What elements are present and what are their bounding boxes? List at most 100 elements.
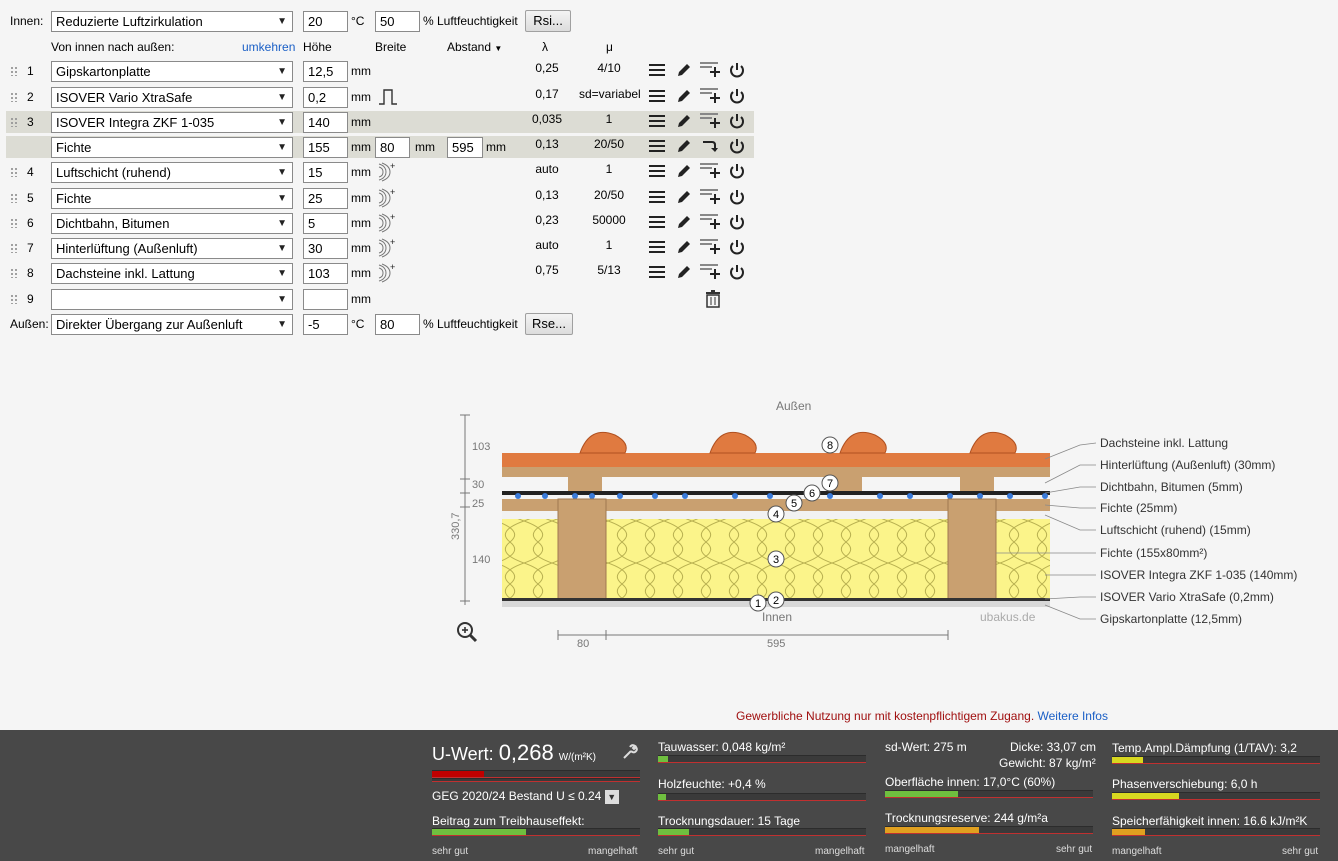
layer-number: 7 bbox=[27, 241, 34, 255]
chevron-down-icon: ▼ bbox=[277, 218, 287, 229]
thickness-value: Dicke: 33,07 cm bbox=[1010, 740, 1097, 754]
add-inhomogeneous-icon[interactable]: + bbox=[378, 212, 396, 236]
rse-button[interactable]: Rse... bbox=[525, 313, 573, 335]
add-layer-icon[interactable] bbox=[700, 162, 724, 182]
drag-handle[interactable] bbox=[10, 218, 18, 228]
edit-icon[interactable] bbox=[675, 61, 695, 81]
add-layer-icon[interactable] bbox=[700, 238, 724, 258]
layer-thickness-input[interactable]: 0,2 bbox=[303, 87, 348, 108]
reverse-link[interactable]: umkehren bbox=[242, 40, 296, 54]
phase-shift-bar-fill bbox=[1112, 793, 1179, 799]
layer-material-select[interactable]: Dachsteine inkl. Lattung▼ bbox=[51, 263, 293, 284]
layer-thickness-input[interactable] bbox=[303, 289, 348, 310]
drag-handle[interactable] bbox=[10, 294, 18, 304]
layer-thickness-input[interactable]: 30 bbox=[303, 238, 348, 259]
add-layer-icon[interactable] bbox=[700, 213, 724, 233]
drag-handle[interactable] bbox=[10, 117, 18, 127]
edit-icon[interactable] bbox=[675, 112, 695, 132]
edit-icon[interactable] bbox=[675, 213, 695, 233]
menu-icon[interactable] bbox=[648, 188, 668, 208]
layer-mu: 4/10 bbox=[597, 61, 621, 75]
layer-material-select[interactable]: ISOVER Integra ZKF 1-035▼ bbox=[51, 112, 293, 133]
chevron-down-icon: ▼ bbox=[277, 319, 287, 330]
layer-thickness-input[interactable]: 25 bbox=[303, 188, 348, 209]
add-layer-icon[interactable] bbox=[700, 263, 724, 283]
layer-material-select[interactable]: Gipskartonplatte▼ bbox=[51, 61, 293, 82]
menu-icon[interactable] bbox=[648, 87, 668, 107]
inside-humidity-input[interactable]: 50 bbox=[375, 11, 420, 32]
menu-icon[interactable] bbox=[648, 61, 668, 81]
drag-handle[interactable] bbox=[10, 268, 18, 278]
add-inhomogeneous-icon[interactable]: + bbox=[378, 161, 396, 185]
add-layer-icon[interactable] bbox=[700, 188, 724, 208]
more-info-link[interactable]: Weitere Infos bbox=[1037, 709, 1108, 723]
layer-material-select[interactable]: Dichtbahn, Bitumen▼ bbox=[51, 213, 293, 234]
outside-humidity-input[interactable]: 80 bbox=[375, 314, 420, 335]
rafter-spacing-input[interactable]: 595 bbox=[447, 137, 483, 158]
menu-icon[interactable] bbox=[648, 213, 668, 233]
power-icon[interactable] bbox=[728, 112, 748, 132]
power-icon[interactable] bbox=[728, 137, 748, 157]
add-layer-icon[interactable] bbox=[700, 61, 724, 81]
edit-icon[interactable] bbox=[675, 162, 695, 182]
power-icon[interactable] bbox=[728, 263, 748, 283]
power-icon[interactable] bbox=[728, 87, 748, 107]
rafter-width-input[interactable]: 80 bbox=[375, 137, 410, 158]
zoom-in-icon[interactable] bbox=[456, 621, 478, 643]
inside-condition-select[interactable]: Reduzierte Luftzirkulation▼ bbox=[51, 11, 293, 32]
wrench-icon[interactable] bbox=[622, 744, 638, 760]
edit-icon[interactable] bbox=[675, 87, 695, 107]
outside-condition-select[interactable]: Direkter Übergang zur Außenluft▼ bbox=[51, 314, 293, 335]
layer-material-select[interactable]: ▼ bbox=[51, 289, 293, 310]
layer-thickness-input[interactable]: 103 bbox=[303, 263, 348, 284]
menu-icon[interactable] bbox=[648, 263, 668, 283]
heat-capacity-value: Speicherfähigkeit innen: 16.6 kJ/m²K bbox=[1112, 814, 1308, 828]
edit-icon[interactable] bbox=[675, 188, 695, 208]
edit-icon[interactable] bbox=[675, 263, 695, 283]
spacing-header[interactable]: Abstand ▼ bbox=[447, 36, 502, 60]
layer-material-select[interactable]: Hinterlüftung (Außenluft)▼ bbox=[51, 238, 293, 259]
svg-text:+: + bbox=[390, 262, 395, 272]
thickness-unit: mm bbox=[351, 90, 371, 104]
drag-handle[interactable] bbox=[10, 193, 18, 203]
power-icon[interactable] bbox=[728, 238, 748, 258]
scale-bad: mangelhaft bbox=[588, 846, 638, 857]
power-icon[interactable] bbox=[728, 162, 748, 182]
menu-icon[interactable] bbox=[648, 137, 668, 157]
rsi-button[interactable]: Rsi... bbox=[525, 10, 571, 32]
power-icon[interactable] bbox=[728, 188, 748, 208]
menu-icon[interactable] bbox=[648, 112, 668, 132]
outside-temp-input[interactable]: -5 bbox=[303, 314, 348, 335]
undo-icon[interactable] bbox=[700, 137, 724, 157]
drag-handle[interactable] bbox=[10, 243, 18, 253]
geg-requirement[interactable]: GEG 2020/24 Bestand U ≤ 0.24 ▼ bbox=[432, 789, 619, 804]
layer-material-select[interactable]: Fichte▼ bbox=[51, 137, 293, 158]
step-profile-icon[interactable] bbox=[378, 87, 398, 110]
trash-icon[interactable] bbox=[705, 290, 725, 310]
drag-handle[interactable] bbox=[10, 92, 18, 102]
power-icon[interactable] bbox=[728, 61, 748, 81]
add-inhomogeneous-icon[interactable]: + bbox=[378, 262, 396, 286]
power-icon[interactable] bbox=[728, 213, 748, 233]
add-inhomogeneous-icon[interactable]: + bbox=[378, 237, 396, 261]
menu-icon[interactable] bbox=[648, 238, 668, 258]
svg-text:+: + bbox=[390, 212, 395, 222]
add-layer-icon[interactable] bbox=[700, 112, 724, 132]
edit-icon[interactable] bbox=[675, 238, 695, 258]
layer-material-select[interactable]: Fichte▼ bbox=[51, 188, 293, 209]
add-inhomogeneous-icon[interactable]: + bbox=[378, 187, 396, 211]
layer-thickness-input[interactable]: 15 bbox=[303, 162, 348, 183]
inside-temp-input[interactable]: 20 bbox=[303, 11, 348, 32]
layer-thickness-input[interactable]: 12,5 bbox=[303, 61, 348, 82]
edit-icon[interactable] bbox=[675, 137, 695, 157]
layer-thickness-input[interactable]: 5 bbox=[303, 213, 348, 234]
legend-item: ISOVER Integra ZKF 1-035 (140mm) bbox=[1100, 568, 1297, 582]
drag-handle[interactable] bbox=[10, 66, 18, 76]
menu-icon[interactable] bbox=[648, 162, 668, 182]
drag-handle[interactable] bbox=[10, 167, 18, 177]
layer-thickness-input[interactable]: 155 bbox=[303, 137, 348, 158]
layer-material-select[interactable]: Luftschicht (ruhend)▼ bbox=[51, 162, 293, 183]
layer-thickness-input[interactable]: 140 bbox=[303, 112, 348, 133]
layer-material-select[interactable]: ISOVER Vario XtraSafe▼ bbox=[51, 87, 293, 108]
add-layer-icon[interactable] bbox=[700, 87, 724, 107]
